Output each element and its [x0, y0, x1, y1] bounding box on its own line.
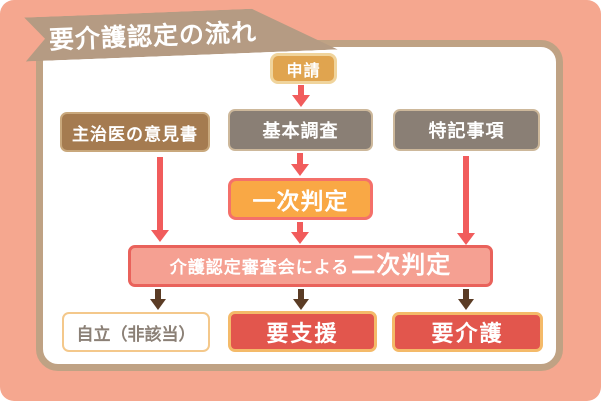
node-doctor-opinion-label: 主治医の意見書: [72, 124, 198, 144]
arrow-secondary-to-independence: [150, 289, 166, 310]
node-support-required: 要支援: [228, 311, 377, 352]
arrow-head-icon: [150, 299, 166, 310]
node-basic-survey-label: 基本調査: [262, 121, 339, 141]
node-secondary-judgment-prefix: 介護認定審査会による: [169, 258, 350, 277]
arrow-head-icon: [293, 299, 309, 310]
arrow-head-icon: [457, 233, 475, 245]
arrow-head-icon: [292, 95, 310, 107]
page-title: 要介護認定の流れ: [48, 18, 258, 55]
node-special-notes: 特記事項: [393, 109, 540, 151]
arrow-shaft: [157, 157, 163, 230]
node-basic-survey: 基本調査: [228, 109, 373, 151]
arrow-application-to-basic-survey: [292, 85, 310, 107]
node-primary-judgment: 一次判定: [228, 178, 373, 220]
node-care-required-label: 要介護: [431, 321, 504, 346]
node-special-notes-label: 特記事項: [428, 121, 505, 141]
node-independence: 自立（非該当）: [62, 312, 210, 352]
arrow-shaft: [298, 85, 304, 95]
node-application: 申請: [270, 53, 337, 84]
node-support-required-label: 要支援: [266, 320, 339, 346]
node-secondary-judgment: 介護認定審査会による二次判定: [128, 245, 493, 287]
arrow-secondary-to-care: [458, 289, 474, 310]
node-independence-label: 自立（非該当）: [76, 324, 196, 344]
arrow-shaft: [463, 156, 469, 233]
arrow-shaft: [298, 289, 304, 299]
arrow-shaft: [155, 289, 161, 299]
node-application-label: 申請: [286, 62, 321, 80]
arrow-head-icon: [291, 164, 309, 176]
node-doctor-opinion: 主治医の意見書: [60, 112, 210, 152]
arrow-special-notes-to-secondary: [457, 156, 475, 245]
arrow-basic-survey-to-primary: [291, 153, 309, 176]
arrow-primary-to-secondary: [291, 222, 309, 244]
node-care-required: 要介護: [392, 312, 543, 352]
arrow-head-icon: [151, 230, 169, 242]
arrow-head-icon: [291, 232, 309, 244]
arrow-shaft: [463, 289, 469, 299]
arrow-secondary-to-support: [293, 289, 309, 310]
arrow-shaft: [297, 222, 303, 232]
arrow-head-icon: [458, 299, 474, 310]
arrow-shaft: [297, 153, 303, 164]
arrow-doctor-opinion-to-secondary: [151, 157, 169, 242]
node-secondary-judgment-label: 二次判定: [351, 252, 452, 279]
node-primary-judgment-label: 一次判定: [252, 188, 349, 214]
